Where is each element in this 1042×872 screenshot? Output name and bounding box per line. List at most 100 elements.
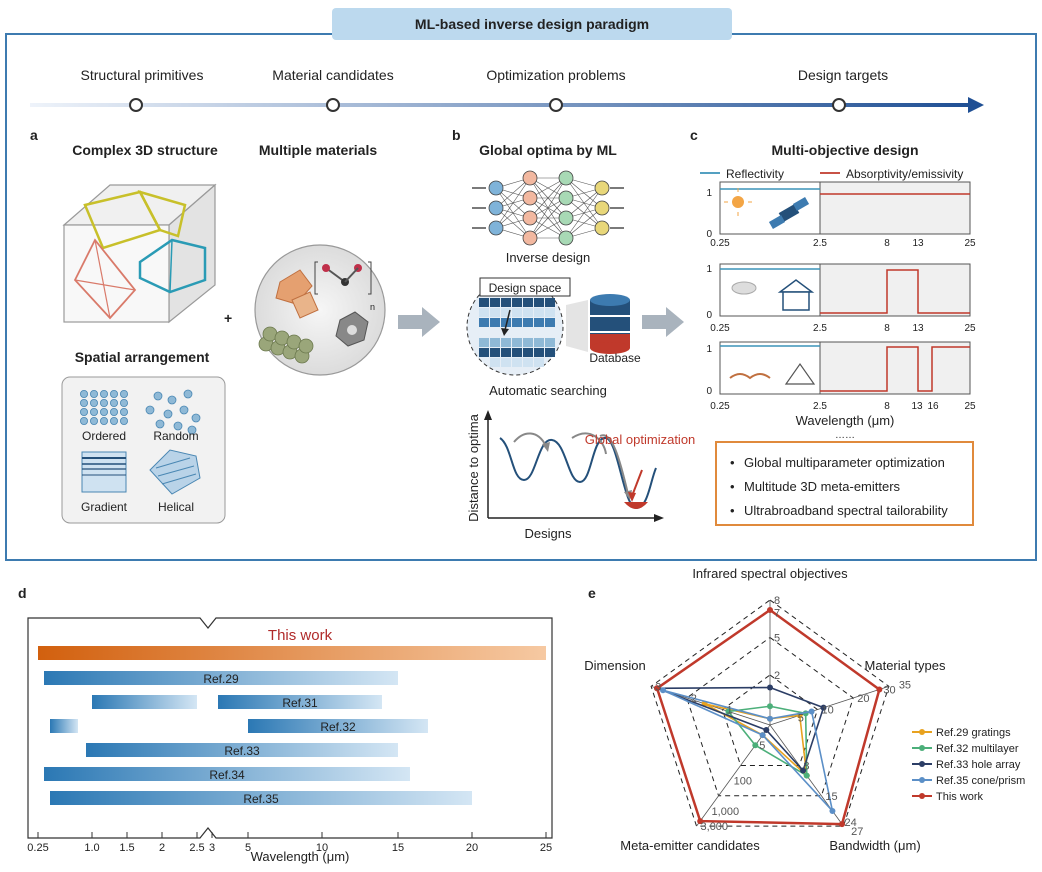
panel-d-tick: 15 <box>392 842 404 854</box>
row1-x-tick: 2.5 <box>813 238 827 249</box>
radar-tick: 1 <box>726 705 732 717</box>
materials-illustration <box>258 261 372 364</box>
panel-d: d This work Ref.29Ref.31Ref.32Ref.33Ref.… <box>18 585 553 864</box>
ordered-icon <box>80 389 129 425</box>
radar-point <box>767 703 773 710</box>
radar-tick: 8 <box>774 595 780 607</box>
radar-tick: 27 <box>851 826 863 838</box>
panel-letter-c: c <box>690 127 698 143</box>
banner-box <box>332 8 732 40</box>
radar-tick: 8 <box>803 760 809 772</box>
timeline-node <box>832 98 846 112</box>
radar-legend-label: Ref.29 gratings <box>936 727 1011 739</box>
timeline-label: Material candidates <box>272 67 393 83</box>
ordered-dot <box>90 416 99 425</box>
radar-tick: 20 <box>857 693 869 705</box>
design-space-cell <box>501 348 511 357</box>
panel-letter-a: a <box>30 127 38 143</box>
nn-node <box>594 220 610 236</box>
design-space-cell <box>479 318 489 327</box>
panel-d-frame <box>27 617 553 839</box>
cube-illustration <box>62 183 217 324</box>
radar-point <box>839 821 846 828</box>
design-space-cell <box>523 348 533 357</box>
neural-network-icon <box>472 170 624 246</box>
ordered-dot <box>90 398 99 407</box>
design-space-cell <box>490 308 500 317</box>
radar-series <box>704 702 808 778</box>
ordered-dot <box>80 398 89 407</box>
row2-x-tick: 8 <box>884 323 890 334</box>
radar-point <box>767 715 773 722</box>
subscript-n: n <box>370 302 375 312</box>
panel-letter-b: b <box>452 127 461 143</box>
nn-node <box>522 230 538 246</box>
ref-bar <box>44 767 410 781</box>
ordered-dot <box>110 416 119 425</box>
radar-axis-label: Meta-emitter candidates <box>620 838 760 853</box>
radar-axis-label: Material types <box>865 658 946 673</box>
radar-legend-label: Ref.32 multilayer <box>936 743 1019 755</box>
panel-d-tick: 10 <box>316 842 328 854</box>
radar-tick: 24 <box>845 817 857 829</box>
radar-point <box>759 732 766 739</box>
timeline-bar <box>30 103 970 107</box>
sun-icon <box>724 188 752 216</box>
radar-gridline <box>686 636 854 797</box>
legend-absorptivity: Absorptivity/emissivity <box>846 167 963 181</box>
design-space-cell <box>512 308 522 317</box>
timeline-label: Structural primitives <box>81 67 204 83</box>
bullet-dot: • <box>730 503 735 518</box>
ordered-dot <box>80 416 89 425</box>
ordered-dot <box>90 407 99 416</box>
radar-point <box>876 686 883 693</box>
radar-point <box>820 704 827 711</box>
radar-axis-label: Infrared spectral objectives <box>692 566 848 581</box>
nn-node <box>522 170 538 186</box>
radar-tick: 5 <box>759 740 765 752</box>
ref-bar <box>50 791 472 805</box>
ordered-dot <box>110 398 119 407</box>
panel-b: b Global optima by ML Inverse design Des… <box>452 127 695 541</box>
row2-y-tick: 0 <box>706 310 712 321</box>
design-space-cell <box>501 308 511 317</box>
bullet-dot: • <box>730 479 735 494</box>
timeline-arrow-icon <box>968 97 984 113</box>
design-space-cell <box>523 328 533 337</box>
design-space-cell <box>545 308 555 317</box>
ref-bar-label: Ref.32 <box>320 720 356 734</box>
row2-x-tick: 0.25 <box>710 323 730 334</box>
arrow-a-to-b-icon <box>398 307 440 337</box>
radar-gridline <box>650 599 890 827</box>
design-space-cell <box>534 338 544 347</box>
design-space-cell <box>545 338 555 347</box>
design-space-cell <box>512 318 522 327</box>
this-work-title: This work <box>268 627 333 644</box>
design-space-cell <box>534 298 544 307</box>
row3-x-tick: 2.5 <box>813 401 827 412</box>
design-space-cell <box>534 328 544 337</box>
optimization-ylabel: Distance to optima <box>466 413 481 521</box>
optimization-plot <box>484 410 664 522</box>
radar-point <box>800 767 807 774</box>
design-space-label: Design space <box>489 281 562 295</box>
timeline-label: Optimization problems <box>486 67 625 83</box>
design-space-cell <box>523 338 533 347</box>
radar-point <box>767 607 773 613</box>
design-space-cell <box>501 318 511 327</box>
radar-tick: 3 <box>655 681 661 693</box>
design-space-cell <box>534 318 544 327</box>
radar-point <box>752 742 759 749</box>
radar-tick: 2 <box>774 670 780 682</box>
radar-tick: 3,000 <box>701 821 729 833</box>
panel-b-title: Global optima by ML <box>479 142 617 158</box>
timeline-node <box>129 98 143 112</box>
radar-gridline <box>721 674 819 766</box>
design-space-cell <box>545 318 555 327</box>
database-label: Database <box>589 351 641 365</box>
nn-node <box>594 200 610 216</box>
design-space-cell <box>501 358 511 367</box>
radar-axis-label: Bandwidth (μm) <box>829 838 920 853</box>
design-space-cell <box>534 348 544 357</box>
ref-bar-label: Ref.29 <box>203 672 239 686</box>
